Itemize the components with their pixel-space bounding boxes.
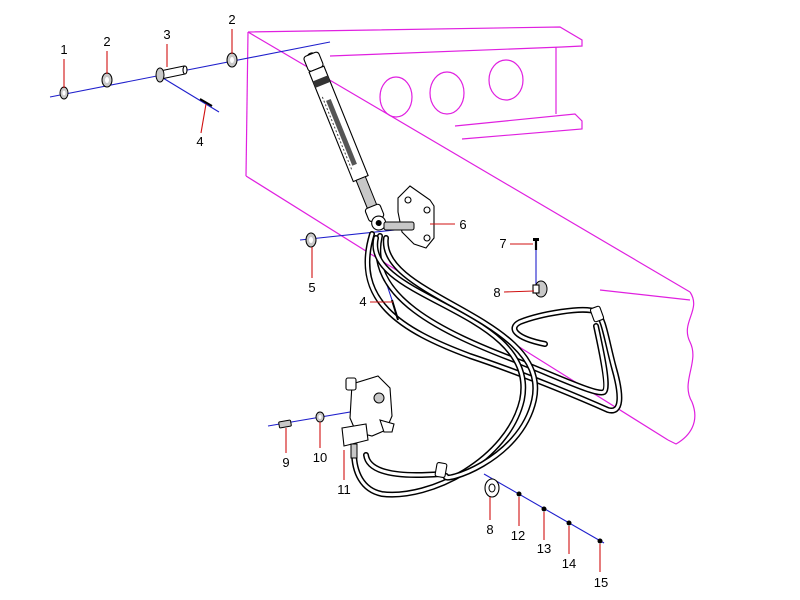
callout-6: 6 [459, 217, 466, 232]
washer-1-hole [62, 90, 66, 96]
pin-head [155, 67, 165, 83]
callout-9: 9 [282, 455, 289, 470]
callout-2-right: 2 [228, 12, 235, 27]
bracket-bolt-hole-3 [423, 234, 431, 242]
rail-left-edge [245, 31, 249, 177]
lightening-hole-1 [379, 76, 413, 118]
tilt-cylinder [303, 51, 387, 231]
callout-3: 3 [163, 27, 170, 42]
pin-end [182, 65, 188, 75]
cylinder-bottom-eye-hole [375, 220, 382, 227]
latch-lever [350, 443, 358, 459]
leader-8-upper [503, 290, 535, 293]
washer-5-hole [309, 237, 313, 243]
leader-lines [63, 29, 601, 572]
hose-2-core [376, 234, 608, 395]
cylinder-slot [326, 98, 357, 166]
crossmember-flange-edge [329, 46, 563, 57]
latch-lower-plate [341, 423, 369, 447]
callout-12: 12 [511, 528, 525, 543]
callout-8-lower: 8 [486, 522, 493, 537]
axis-upper-pin [49, 41, 331, 98]
hydraulic-hoses [351, 231, 623, 498]
lightening-hole-2 [429, 71, 465, 115]
bracket-bolt-hole-2 [423, 206, 431, 214]
callout-15: 15 [594, 575, 608, 590]
cotter-pin-4-lower [391, 299, 399, 321]
washer-12 [516, 491, 522, 497]
lightening-hole-3 [488, 59, 524, 101]
bracket-bolt-hole-1 [404, 196, 412, 204]
nut-10-hole [318, 415, 322, 419]
cylinder-hatch [321, 96, 353, 172]
callout-11: 11 [337, 482, 351, 497]
latch-top-lug [345, 377, 357, 391]
bracket-boss [383, 221, 415, 231]
hose-clip-upper [589, 305, 605, 323]
cotter-pin-4-upper [199, 98, 213, 107]
mounting-bracket [383, 185, 435, 249]
hose-3-core [352, 236, 525, 497]
callout-4-lower: 4 [359, 294, 366, 309]
callout-4-upper: 4 [196, 134, 203, 149]
latch-assembly [278, 375, 395, 459]
screw-7-head [533, 238, 539, 241]
washer-2-right-hole [230, 57, 234, 63]
rail-break-line [667, 291, 696, 445]
crossmember-bottom-flange [454, 113, 583, 140]
clevis-pin-3 [155, 65, 188, 83]
lower-clip-hardware [484, 478, 603, 544]
crossmember-top-flange [247, 26, 583, 48]
hose-1-core [366, 232, 621, 412]
frame-rail [245, 26, 696, 445]
callout-8-upper: 8 [493, 285, 500, 300]
latch-hook [379, 419, 395, 433]
latch-pivot [373, 392, 385, 404]
callout-7: 7 [499, 236, 506, 251]
upper-pin-parts [59, 52, 238, 107]
nut-14 [566, 520, 572, 526]
hose-5-core [364, 453, 442, 477]
callout-labels: 1 2 3 2 4 6 7 8 5 4 9 10 11 8 12 13 14 1… [60, 12, 608, 590]
clip-8-lower-hole [488, 483, 496, 493]
washer-2-left-hole [105, 77, 109, 83]
lower-pin-parts [305, 232, 399, 321]
callout-1: 1 [60, 42, 67, 57]
clip-8-upper-tab [532, 284, 540, 294]
hose-4-core [384, 236, 537, 480]
axis-upper-cotter [157, 74, 220, 113]
cylinder-clamp [312, 75, 331, 88]
callout-5: 5 [308, 280, 315, 295]
screw-15 [597, 538, 603, 544]
lock-washer-13 [541, 506, 547, 512]
hose-5-outline [363, 452, 443, 478]
rail-inner-flange [599, 289, 691, 301]
callout-2-left: 2 [103, 34, 110, 49]
hose-clip-lower [434, 462, 448, 478]
bolt-9 [278, 419, 292, 429]
callout-13: 13 [537, 541, 551, 556]
upper-clip-parts [532, 238, 548, 298]
callout-10: 10 [313, 450, 327, 465]
leader-4-upper [200, 103, 207, 134]
callout-14: 14 [562, 556, 576, 571]
hose-2-outline [375, 233, 609, 396]
